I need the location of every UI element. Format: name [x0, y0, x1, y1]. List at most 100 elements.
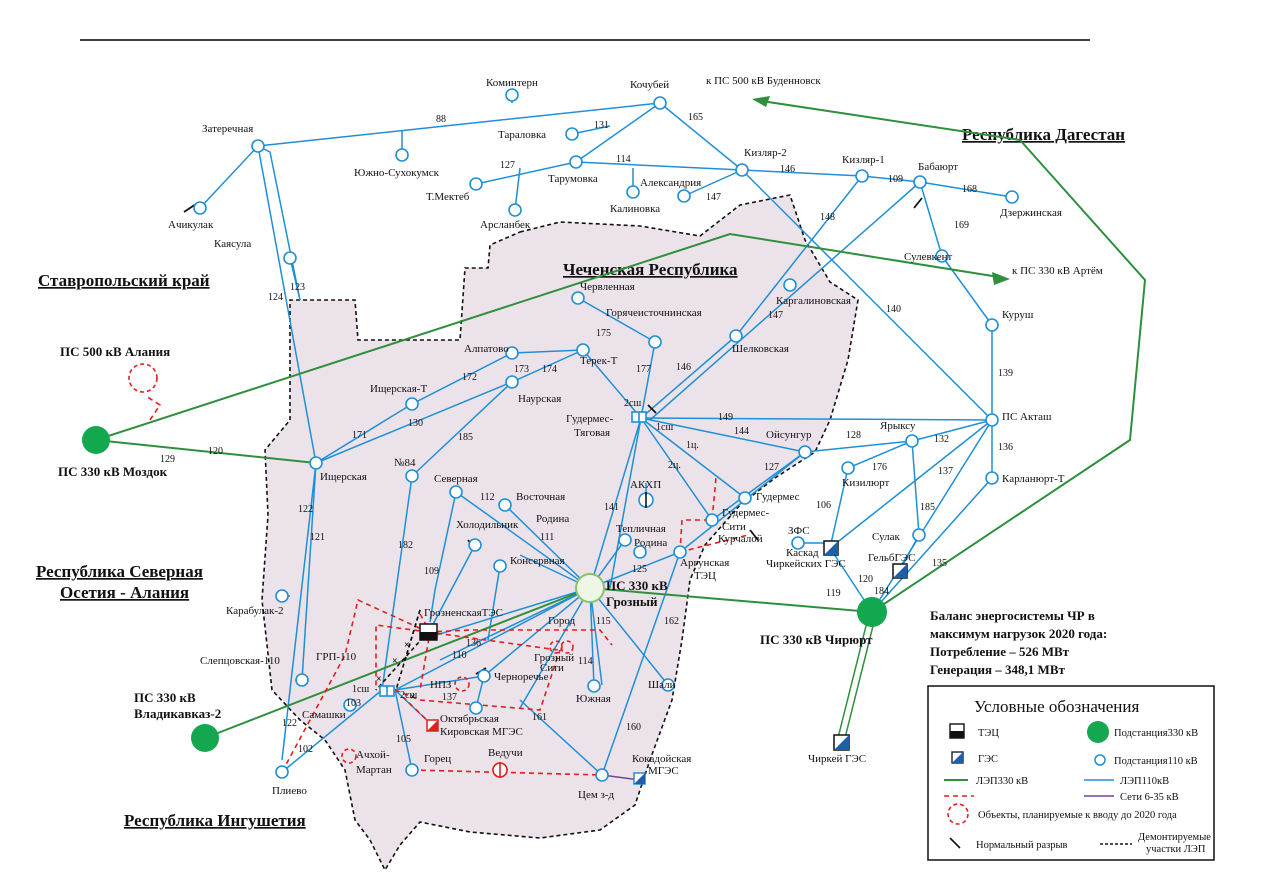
substation-zaterechnaya [251, 139, 265, 153]
legend-normal-break-symbol [949, 837, 961, 849]
substation-aleksandriya [677, 189, 691, 203]
label-gudermes-siti-2: Сити [722, 521, 746, 533]
line-num: 109 [888, 174, 903, 185]
label-tsh2: 2ц. [668, 460, 681, 471]
substation-kargalinovskaya [783, 278, 797, 292]
line-330kv [204, 587, 591, 739]
line-110kv [439, 587, 591, 661]
line-num: 177 [636, 364, 651, 375]
label-goryacheistochninskaya: Горячеисточнинская [606, 307, 702, 319]
legend-dismantled-2: участки ЛЭП [1146, 844, 1206, 855]
line-num: 122 [282, 718, 297, 729]
line-num: 124 [268, 292, 283, 303]
line-110kv [429, 491, 457, 623]
line-num: 168 [962, 184, 977, 195]
legend-sub330-symbol [1087, 721, 1109, 743]
label-sulevkent: Сулевкент [904, 251, 952, 263]
line-num: 144 [734, 426, 749, 437]
substation-gudermes-siti [705, 513, 719, 527]
line-110kv [199, 145, 259, 209]
label-kurchaloy: Курчалой [718, 533, 763, 545]
substation-yuzhno-sukhokumsk [395, 148, 409, 162]
line-110kv [257, 102, 661, 147]
label-kargalinovskaya: Каргалиновская [776, 295, 851, 307]
label-vladikavkaz-1: ПС 330 кВ [134, 690, 196, 705]
planned-substation-alania [128, 363, 158, 393]
line-num: 131 [594, 120, 609, 131]
line-num: 114 [578, 656, 593, 667]
normal-break-mark [913, 197, 923, 209]
legend-ges: ГЭС [978, 754, 998, 765]
substation-shali [661, 678, 675, 692]
label-plievo: Плиево [272, 785, 307, 797]
substation-argunskaya [673, 545, 687, 559]
substation-shelkovskaya [729, 329, 743, 343]
legend-ges-symbol [951, 751, 964, 764]
label-yuzhnaya: Южная [576, 693, 611, 705]
label-grozny-siti-2: Сити [540, 662, 564, 674]
line-110kv [519, 587, 591, 709]
balance-line2: максимум нагрузок 2020 года: [930, 626, 1107, 641]
substation-tarumovka [569, 155, 583, 169]
label-akhp: АКХП [630, 479, 661, 491]
label-gudermes-tyag-2: Тяговая [574, 427, 610, 439]
line-num: 111 [540, 532, 554, 543]
substation-chernorechye [477, 669, 491, 683]
line-110kv [735, 175, 863, 337]
line-num: 103 [346, 698, 361, 709]
legend-sub110: Подстанция110 кВ [1114, 756, 1198, 767]
label-gelbges: ГельбГЭС [868, 552, 915, 564]
ges-gelbges [892, 563, 908, 579]
line-num: 165 [688, 112, 703, 123]
line-110kv [589, 587, 669, 686]
line-110kv [589, 587, 603, 686]
line-110kv [394, 689, 433, 726]
label-karabulak: Карабулак-2 [226, 605, 284, 617]
line-num: 114 [616, 154, 631, 165]
line-110kv [640, 417, 993, 421]
substation-330-vladikavkaz [191, 724, 219, 752]
line-num: 120 [208, 446, 223, 457]
line-110kv [511, 349, 584, 383]
label-artem: к ПС 330 кВ Артём [1012, 265, 1103, 277]
line-110kv [919, 181, 943, 257]
substation-t-mekteb [469, 177, 483, 191]
line-num: 147 [706, 192, 721, 203]
line-num: 146 [780, 164, 795, 175]
region-ossetia-line1: Республика Северная [36, 562, 203, 581]
line-num: 102 [298, 744, 313, 755]
label-naurskaya: Наурская [518, 393, 561, 405]
label-zfs: ЗФС [788, 525, 810, 537]
chechnya-territory [261, 194, 859, 872]
legend-normal-break: Нормальный разрыв [976, 840, 1068, 851]
label-budennovsk: к ПС 500 кВ Буденновск [706, 75, 821, 87]
line-110kv [609, 417, 642, 589]
label-mozdok: ПС 330 кВ Моздок [58, 464, 168, 479]
substation-kominterna [505, 88, 519, 102]
svg-text:×: × [410, 692, 416, 703]
planned-substation [454, 676, 470, 692]
bus-bars [379, 411, 647, 697]
line-num: 125 [632, 564, 647, 575]
planned-line [679, 534, 749, 553]
substation-330-mozdok [82, 426, 110, 454]
label-achkhoy-1: Ачхой- [356, 749, 390, 761]
substation-chervlennaya [571, 291, 585, 305]
substation-kalinovka [626, 185, 640, 199]
line-num: 149 [718, 412, 733, 423]
label-gorets: Горец [424, 753, 451, 765]
label-alpatovo: Алпатово [464, 343, 509, 355]
planned-line [679, 477, 717, 553]
dismantled-sections [375, 609, 429, 691]
label-taralovka: Тараловка [498, 129, 546, 141]
line-num: 88 [436, 114, 446, 125]
label-npz: НПЗ [430, 679, 452, 691]
substation-gorets [405, 763, 419, 777]
planned-line [427, 631, 559, 651]
substation-yaryksu [905, 434, 919, 448]
label-kizilyurt: Кизилюрт [842, 477, 890, 489]
label-konservnaya: Консервная [510, 555, 565, 567]
label-vladikavkaz-2: Владикавказ-2 [134, 706, 221, 721]
substation-isherskaya-t [405, 397, 419, 411]
line-110kv [575, 161, 743, 171]
